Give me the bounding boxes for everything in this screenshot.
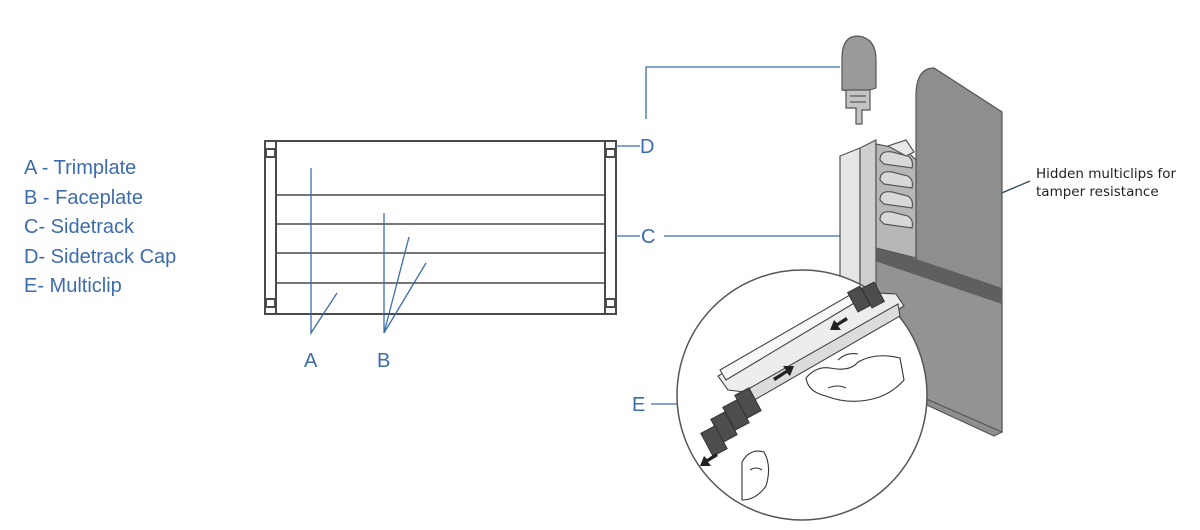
legend: A - Trimplate B - Faceplate C- Sidetrack… xyxy=(24,154,176,302)
sidetrack-cap-left-top xyxy=(265,148,276,158)
callout-b: B xyxy=(377,350,390,372)
sidetrack-cap-illustration xyxy=(841,35,877,125)
leader-d xyxy=(645,66,840,119)
sidetrack-cap-right-bottom xyxy=(605,298,616,308)
sidetrack-cap-left-bottom xyxy=(265,298,276,308)
leader-b-2 xyxy=(383,262,427,334)
callout-d: D xyxy=(640,136,654,158)
multiclip-detail xyxy=(676,269,928,521)
leader-lines xyxy=(310,66,848,405)
annotation-line-2: tamper resistance xyxy=(1036,184,1159,200)
legend-item-sidetrack: C- Sidetrack xyxy=(24,216,135,238)
annotation-line-1: Hidden multiclips for xyxy=(1036,166,1177,182)
callout-a: A xyxy=(304,350,318,372)
legend-item-trimplate: A - Trimplate xyxy=(24,157,137,179)
legend-item-faceplate: B - Faceplate xyxy=(24,186,143,209)
sidetrack-cap-right-top xyxy=(605,148,616,158)
callout-c: C xyxy=(641,226,655,248)
front-elevation xyxy=(264,140,617,315)
legend-item-multiclip: E- Multiclip xyxy=(24,275,122,297)
callout-e: E xyxy=(632,394,645,416)
leader-a xyxy=(310,168,338,336)
sidetrack-illustration xyxy=(839,139,917,301)
outer-frame xyxy=(264,140,617,315)
legend-item-sidetrack-cap: D- Sidetrack Cap xyxy=(24,245,177,268)
